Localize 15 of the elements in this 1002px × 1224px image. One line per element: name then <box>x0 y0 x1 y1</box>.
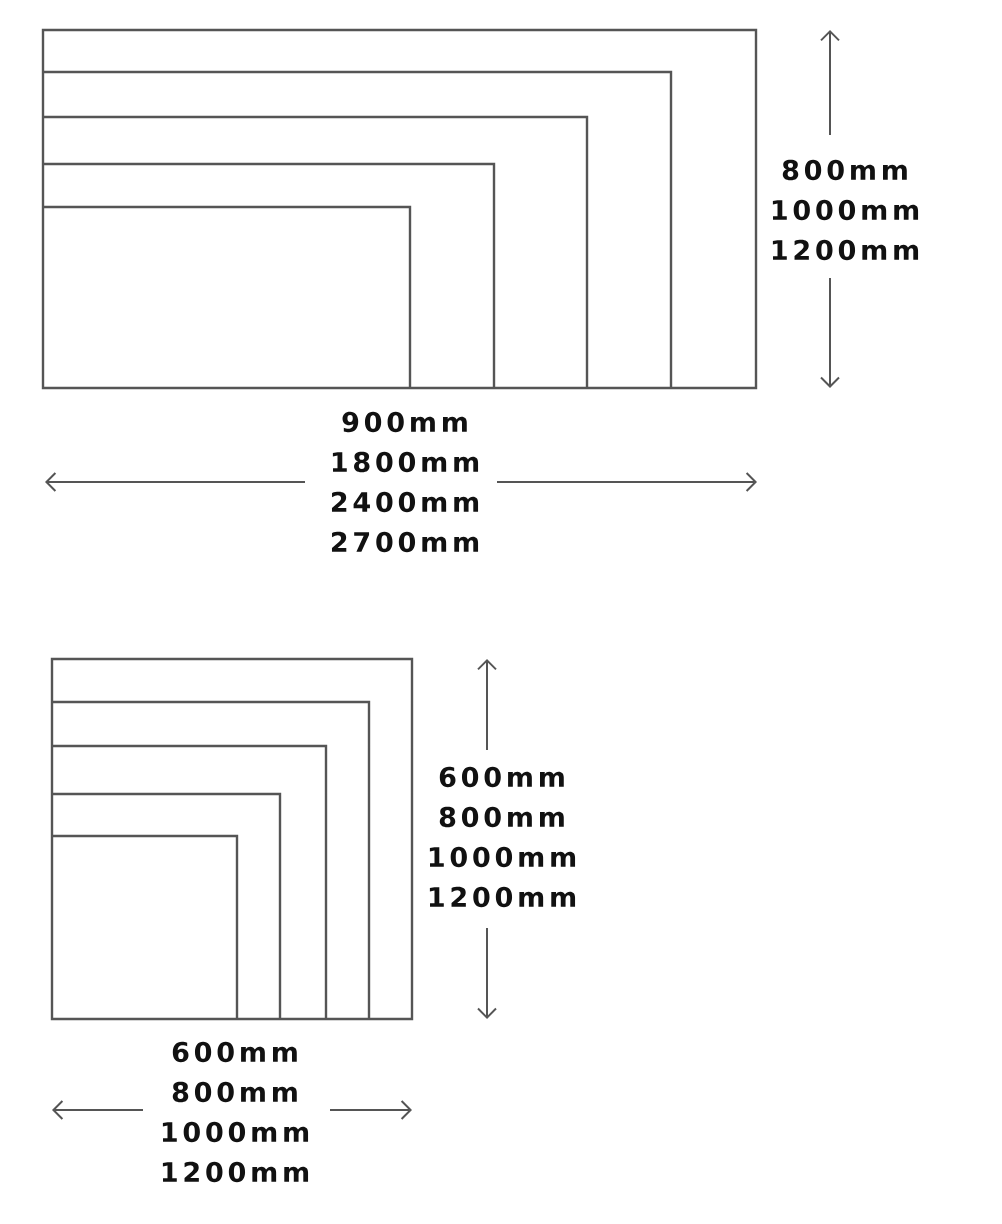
dimension-label: 600mm <box>439 766 564 788</box>
dimension-label: 1200mm <box>162 1161 309 1183</box>
dimension-label: 1200mm <box>772 239 919 261</box>
dimension-label: 2700mm <box>332 531 479 553</box>
dimension-label: 600mm <box>172 1041 297 1063</box>
dimension-label: 800mm <box>439 806 564 828</box>
dimension-label: 800mm <box>172 1081 297 1103</box>
dimension-label: 1000mm <box>772 199 919 221</box>
dimension-label: 800mm <box>782 159 907 181</box>
dimension-label: 1200mm <box>429 886 576 908</box>
dimension-label: 1000mm <box>162 1121 309 1143</box>
dimension-label: 1000mm <box>429 846 576 868</box>
dimension-label: 900mm <box>342 411 467 433</box>
dimension-label: 2400mm <box>332 491 479 513</box>
dimension-label: 1800mm <box>332 451 479 473</box>
